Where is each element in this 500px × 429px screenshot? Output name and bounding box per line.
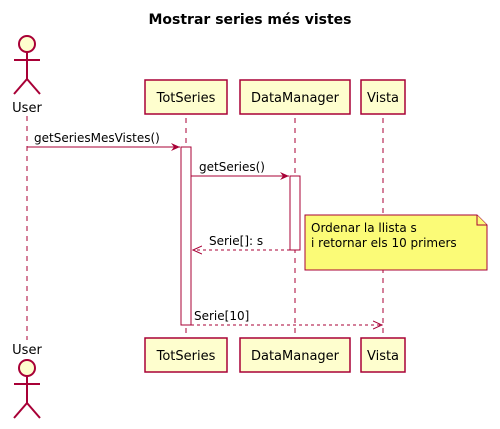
- participant-vista-bottom: Vista: [360, 337, 406, 373]
- participant-vista-top: Vista: [360, 79, 406, 115]
- participant-datamanager-label-top: DataManager: [251, 91, 340, 106]
- participant-datamanager-label-bottom: DataManager: [251, 349, 340, 364]
- actor-user-label-bottom: User: [12, 343, 42, 358]
- participant-vista-label-top: Vista: [367, 91, 399, 106]
- participant-vista-label-bottom: Vista: [367, 349, 399, 364]
- participant-datamanager-top: DataManager: [239, 79, 351, 115]
- participant-totseries-bottom: TotSeries: [144, 337, 228, 373]
- actor-user-label-top: User: [12, 101, 42, 116]
- message-return-serie-10: Serie[10]: [191, 309, 382, 325]
- diagram-title: Mostrar series més vistes: [148, 12, 351, 28]
- message-label: Serie[]: s: [209, 234, 263, 248]
- participant-totseries-label-top: TotSeries: [156, 91, 216, 106]
- participant-datamanager-bottom: DataManager: [239, 337, 351, 373]
- actor-head-icon: [18, 35, 36, 53]
- actor-head-icon: [18, 359, 36, 377]
- message-label: getSeriesMesVistes(): [34, 131, 160, 145]
- activation-datamanager: [289, 175, 301, 251]
- actor-user-bottom: User: [12, 343, 42, 419]
- message-label: Serie[10]: [194, 309, 249, 323]
- activation-totseries: [180, 146, 192, 326]
- message-return-serie-s: Serie[]: s: [193, 234, 290, 250]
- message-getseries: getSeries(): [191, 160, 289, 180]
- note-line-1: Ordenar la llista s: [311, 221, 417, 235]
- participant-totseries-top: TotSeries: [144, 79, 228, 115]
- participant-totseries-label-bottom: TotSeries: [156, 349, 216, 364]
- message-label: getSeries(): [199, 160, 265, 174]
- message-getseriesmesvistes: getSeriesMesVistes(): [27, 131, 180, 151]
- note: Ordenar la llista s i retornar els 10 pr…: [304, 214, 488, 271]
- actor-user-top: User: [12, 35, 42, 116]
- note-line-2: i retornar els 10 primers: [311, 236, 457, 250]
